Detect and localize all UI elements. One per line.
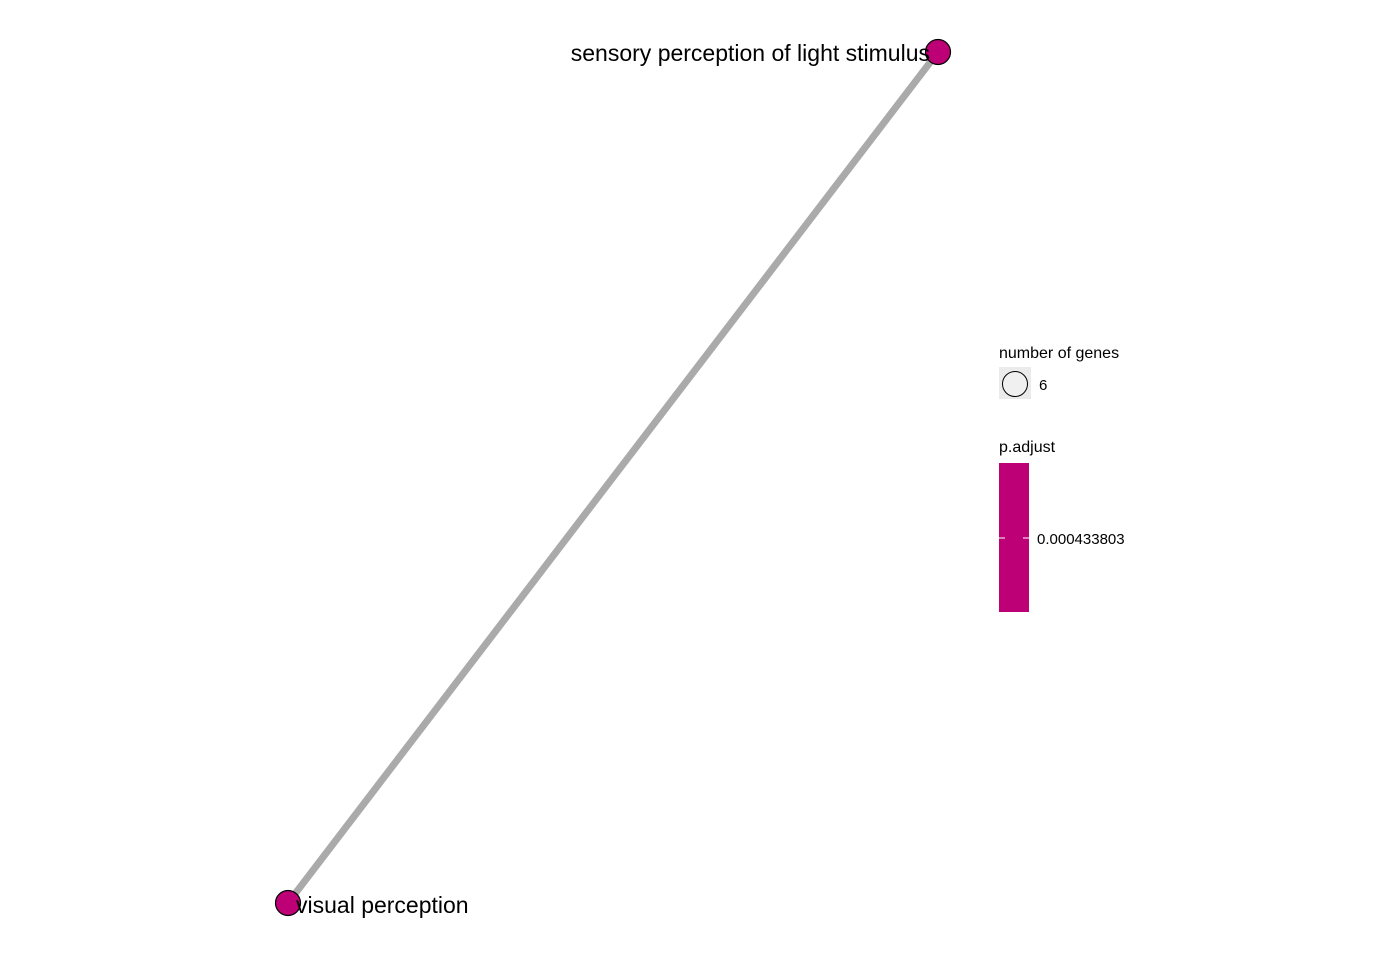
color-legend-value: 0.000433803 <box>1037 531 1125 548</box>
node-label: visual perception <box>296 892 469 918</box>
size-legend: number of genes 6 <box>999 345 1119 399</box>
node-circle[interactable] <box>274 889 302 917</box>
network-node-sensory-perception[interactable]: sensory perception of light stimulus <box>571 38 952 67</box>
color-legend-title: p.adjust <box>999 439 1056 456</box>
size-legend-title: number of genes <box>999 345 1119 362</box>
network-node-visual-perception[interactable]: visual perception <box>274 889 469 919</box>
size-legend-value: 6 <box>1039 377 1047 394</box>
size-legend-circle-icon <box>1002 371 1028 397</box>
node-label: sensory perception of light stimulus <box>571 40 930 66</box>
network-edge <box>285 49 941 906</box>
node-circle[interactable] <box>924 38 952 66</box>
color-legend: p.adjust 0.000433803 <box>999 439 1125 612</box>
